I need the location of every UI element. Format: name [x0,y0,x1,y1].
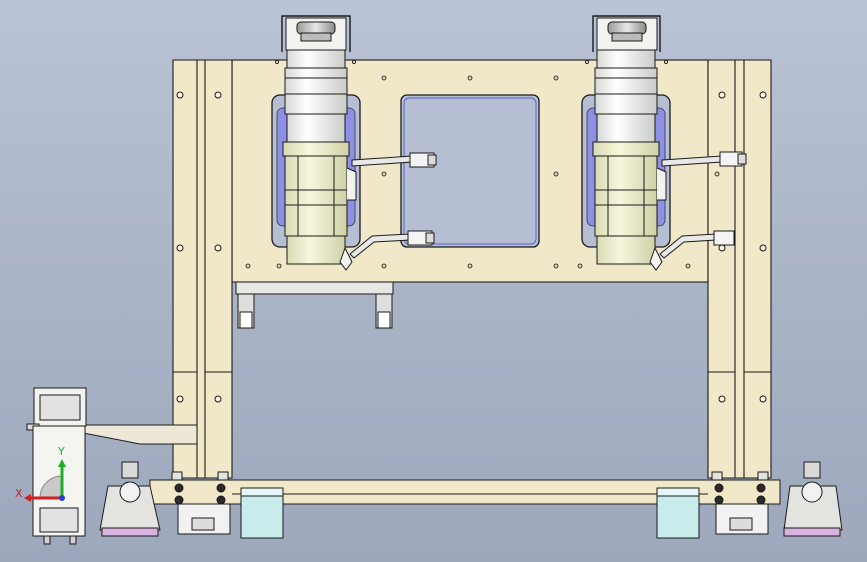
right-column [707,59,772,479]
right-foot-assembly [711,461,843,537]
left-column [172,59,233,479]
under-plate-bracket [235,281,394,329]
left-servo-motor [281,15,357,271]
plate-small-holes [245,60,720,269]
triad-y-label: Y [57,445,65,458]
left-cables [349,152,437,259]
center-window [400,94,540,248]
coordinate-triad[interactable]: X Y [15,445,66,502]
x-arrow-icon [24,494,31,502]
right-sensor-block [656,487,700,539]
triad-x-label: X [15,487,23,500]
left-foot-assembly [99,461,231,537]
y-arrow-icon [58,459,66,467]
mounting-holes [176,91,767,403]
right-servo-motor [592,15,667,271]
triad-z-axis [59,495,65,501]
right-cables [659,151,747,259]
left-sensor-block [240,487,284,539]
